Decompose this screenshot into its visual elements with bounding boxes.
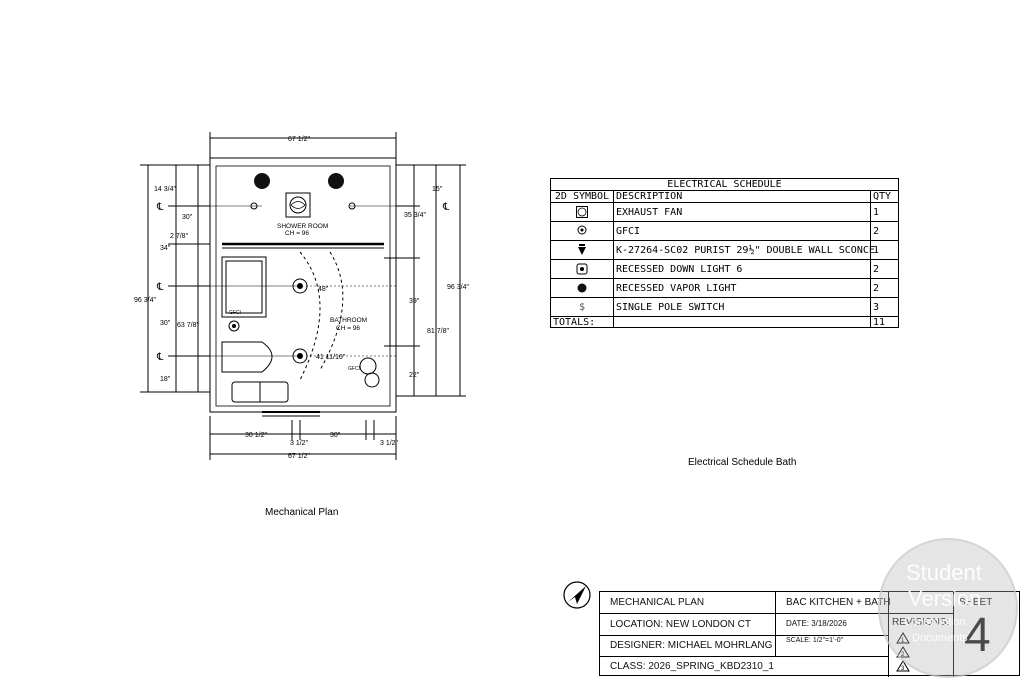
single-pole-switch-icon: $ [578, 301, 586, 313]
totals-spacer [614, 317, 871, 327]
row-description: SINGLE POLE SWITCH [614, 298, 871, 316]
north-arrow-icon [563, 581, 591, 609]
row-qty: 1 [873, 244, 880, 256]
designer: DESIGNER: MICHAEL MOHRLANG [610, 640, 773, 651]
row-qty: 2 [873, 263, 880, 275]
dim-inner-48: 48" [318, 286, 329, 293]
project-name: BAC KITCHEN + BATH [786, 597, 891, 608]
row-qty: 1 [873, 206, 880, 218]
totals-label: TOTALS: [551, 317, 614, 328]
watermark-line3: Construction [904, 616, 966, 628]
row-description: EXHAUST FAN [614, 203, 871, 221]
dim-bottom-overall: 67 1/2" [288, 453, 310, 460]
dim-left-gap: 2 7/8" [170, 233, 189, 240]
gfci-icon [228, 320, 240, 332]
recessed-down-light-icon [292, 278, 308, 294]
row-qty: 2 [873, 225, 880, 237]
row-description: RECESSED VAPOR LIGHT [614, 279, 871, 297]
exhaust-fan-icon [576, 206, 588, 218]
header-symbol: 2D SYMBOL [551, 191, 614, 202]
schedule-title: ELECTRICAL SCHEDULE [551, 179, 898, 191]
dim-inner-41: 41 11/16" [316, 354, 346, 361]
dim-left-top: 14 3/4" [154, 186, 176, 193]
schedule-header-row: 2D SYMBOL DESCRIPTION QTY [551, 191, 898, 203]
watermark-line1: Student [906, 560, 982, 585]
totals-row: TOTALS: 11 [551, 316, 898, 328]
revision-mark: 3 [901, 666, 905, 672]
room-label-bath: BATHROOM [330, 317, 367, 324]
switch-icon [250, 202, 258, 210]
row-description: K-27264-SC02 PURIST 29½" DOUBLE WALL SCO… [614, 241, 875, 259]
dim-top-overall: 67 1/2" [288, 136, 310, 143]
vanity [221, 341, 273, 373]
dim-left-18: 18" [160, 376, 171, 383]
table-row: RECESSED DOWN LIGHT 6 2 [551, 260, 898, 279]
dim-right-81: 81 7/8" [427, 328, 449, 335]
watermark-line2: Version [908, 586, 982, 611]
scale: SCALE: 1/2"=1'-0" [786, 637, 844, 644]
header-description: DESCRIPTION [614, 191, 871, 202]
row-qty: 2 [873, 282, 880, 294]
svg-text:℄: ℄ [442, 202, 450, 213]
dim-left-34: 34" [160, 245, 171, 252]
gfci-label: GFCI [229, 310, 241, 316]
gfci-label: GFCI [348, 366, 360, 372]
switch-icon [348, 202, 356, 210]
dim-left-shower: 30" [182, 214, 193, 221]
electrical-schedule-table: ELECTRICAL SCHEDULE 2D SYMBOL DESCRIPTIO… [550, 178, 899, 328]
row-description: GFCI [614, 222, 871, 240]
room-ceiling-shower: CH = 96 [285, 230, 309, 237]
dim-bottom-right: 3 1/2" [380, 440, 399, 447]
student-version-watermark: Student Version Construction Documents [878, 538, 1018, 678]
wall-sconce-icon [578, 244, 586, 255]
svg-text:℄: ℄ [156, 352, 164, 363]
svg-text:℄: ℄ [156, 282, 164, 293]
dim-right-overall: 96 3/4" [447, 284, 469, 291]
dim-bottom-mid: 3 1/2" [290, 440, 309, 447]
dim-right-15: 15" [432, 186, 443, 193]
recessed-down-light-icon [292, 348, 308, 364]
svg-text:℄: ℄ [156, 202, 164, 213]
recessed-vapor-light-icon [577, 283, 587, 293]
schedule-caption: Electrical Schedule Bath [688, 457, 797, 468]
totals-qty: 11 [873, 316, 886, 328]
dim-bottom-center: 30" [330, 432, 341, 439]
room-ceiling-bath: CH = 96 [336, 325, 360, 332]
gfci-icon [577, 225, 587, 235]
location: LOCATION: NEW LONDON CT [610, 619, 751, 630]
recessed-vapor-light-icon [328, 173, 344, 189]
header-qty: QTY [873, 191, 892, 202]
shower-niche [221, 256, 267, 318]
table-row: EXHAUST FAN 1 [551, 203, 898, 222]
exhaust-fan-icon [285, 192, 311, 218]
floor-plan: ℄ ℄ ℄ ℄ SHOWER ROOM CH = 96 BATHROOM CH … [134, 132, 469, 460]
dim-left-overall: 96 3/4" [134, 297, 156, 304]
table-row: RECESSED VAPOR LIGHT 2 [551, 279, 898, 298]
row-qty: 3 [873, 301, 880, 313]
dim-right-35: 35 3/4" [404, 212, 426, 219]
date: DATE: 3/18/2026 [786, 619, 847, 628]
recessed-down-light-icon [576, 263, 588, 275]
plan-caption: Mechanical Plan [265, 507, 339, 518]
class: CLASS: 2026_SPRING_KBD2310_1 [610, 661, 774, 672]
dim-right-22: 22" [409, 372, 420, 379]
table-row: $ SINGLE POLE SWITCH 3 [551, 298, 898, 317]
row-description: RECESSED DOWN LIGHT 6 [614, 260, 871, 278]
room-label-shower: SHOWER ROOM [277, 223, 328, 230]
dim-bottom-left: 30 1/2" [245, 432, 267, 439]
recessed-vapor-light-icon [254, 173, 270, 189]
table-row: K-27264-SC02 PURIST 29½" DOUBLE WALL SCO… [551, 241, 898, 260]
dim-left-63: 63 7/8" [177, 322, 199, 329]
dim-right-39: 39" [409, 298, 420, 305]
table-row: GFCI 2 [551, 222, 898, 241]
dim-left-30: 30" [160, 320, 171, 327]
sheet-title: MECHANICAL PLAN [610, 597, 705, 608]
watermark-line4: Documents [912, 632, 968, 644]
